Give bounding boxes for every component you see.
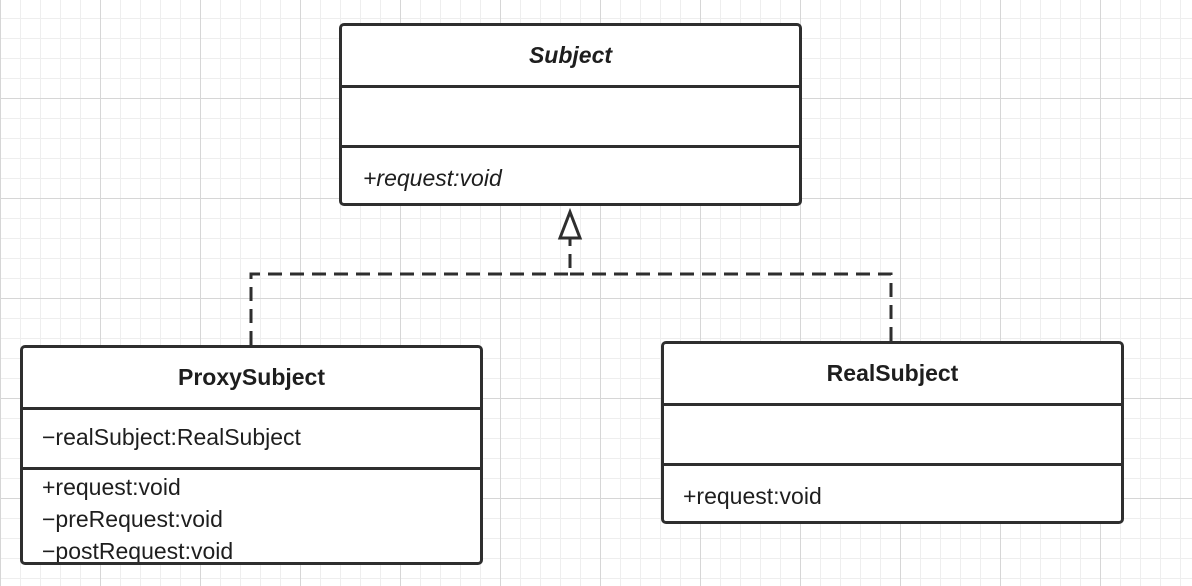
class-subject[interactable]: Subject +request:void: [339, 23, 802, 206]
operations-compartment: +request:void: [342, 145, 799, 194]
realization-line-proxy-to-subject: [249, 238, 572, 345]
operation-post-request: −postRequest:void: [42, 538, 234, 564]
class-proxy-subject[interactable]: ProxySubject −realSubject:RealSubject +r…: [20, 345, 483, 565]
attributes-compartment: [342, 85, 799, 145]
class-name: ProxySubject: [178, 364, 325, 390]
operations-compartment: +request:void: [664, 463, 1121, 512]
attribute-real-subject: −realSubject:RealSubject: [42, 424, 301, 450]
class-real-subject[interactable]: RealSubject +request:void: [661, 341, 1124, 524]
class-name: Subject: [528, 42, 613, 68]
class-name: RealSubject: [826, 360, 959, 386]
realization-line-real-to-subject: [570, 272, 893, 341]
attributes-compartment: −realSubject:RealSubject: [23, 407, 480, 467]
operations-compartment: +request:void −preRequest:void −postRequ…: [23, 467, 480, 564]
operation-request: +request:void: [363, 165, 502, 191]
realization-arrowhead-icon: [557, 207, 583, 240]
operation-request: +request:void: [683, 483, 822, 509]
attributes-compartment: [664, 403, 1121, 463]
operation-request: +request:void: [42, 474, 181, 500]
operation-pre-request: −preRequest:void: [42, 506, 223, 532]
